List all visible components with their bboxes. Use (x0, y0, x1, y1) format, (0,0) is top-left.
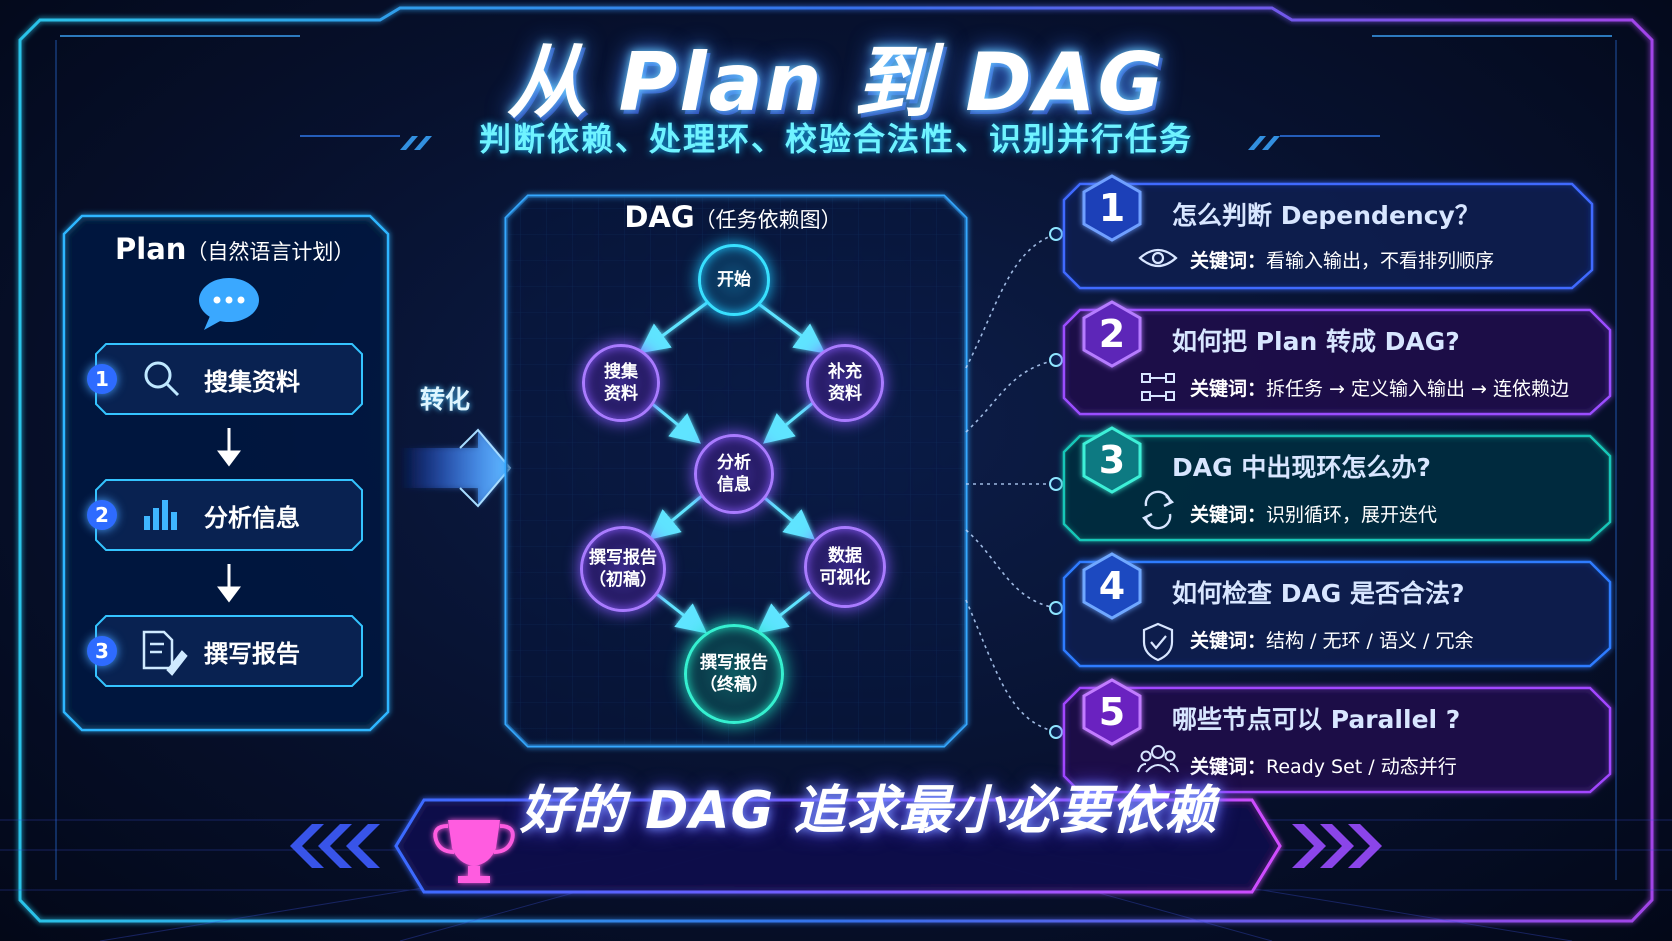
question-2-key-label: 关键词： (1190, 378, 1267, 400)
question-5-title: 哪些节点可以 Parallel ? (1172, 705, 1461, 734)
dag-node-collect-l1: 搜集 (604, 362, 638, 382)
question-5-key-label: 关键词： (1190, 756, 1267, 778)
question-3-title: DAG 中出现环怎么办? (1172, 453, 1431, 482)
page-title: 从 Plan 到 DAG (506, 36, 1166, 129)
shield-check-icon (1142, 622, 1174, 662)
question-5-key-text: Ready Set / 动态并行 (1266, 756, 1457, 778)
dag-node-start: 开始 (698, 244, 770, 316)
dag-node-analyze-l2: 信息 (717, 475, 751, 495)
question-2-key-text: 拆任务 → 定义输入输出 → 连依赖边 (1266, 378, 1570, 400)
question-3-number: 3 (1098, 438, 1126, 482)
dag-node-analyze-l1: 分析 (717, 453, 751, 473)
dag-title-sub: （任务依赖图） (694, 208, 842, 232)
question-1-keywords: 关键词：看输入输出，不看排列顺序 (1190, 246, 1494, 273)
page-subtitle: 判断依赖、处理环、校验合法性、识别并行任务 (478, 120, 1193, 158)
question-4-title: 如何检查 DAG 是否合法? (1172, 579, 1465, 608)
dag-node-final: 撰写报告（终稿） (684, 624, 784, 724)
flow-icon (1141, 373, 1175, 401)
users-icon (1137, 745, 1179, 773)
dag-node-visualize-l1: 数据 (828, 546, 862, 566)
dag-node-final-l1: 撰写报告 (700, 653, 768, 673)
dag-node-supplement: 补充资料 (806, 344, 884, 422)
question-3-key-text: 识别循环，展开迭代 (1266, 504, 1438, 526)
plan-title-main: Plan (115, 232, 187, 266)
eye-icon (1138, 248, 1178, 268)
refresh-icon (1141, 490, 1175, 530)
question-1-key-text: 看输入输出，不看排列顺序 (1266, 250, 1495, 272)
question-5-number: 5 (1098, 690, 1126, 734)
dag-node-draft-l2: （初稿） (589, 570, 657, 590)
dag-node-start-label: 开始 (717, 270, 751, 290)
dag-node-supplement-l1: 补充 (828, 362, 862, 382)
question-3-key-label: 关键词： (1190, 504, 1267, 526)
question-4-keywords: 关键词：结构 / 无环 / 语义 / 冗余 (1190, 626, 1473, 653)
question-4-key-label: 关键词： (1190, 630, 1267, 652)
question-2-number: 2 (1098, 312, 1126, 356)
question-1-number: 1 (1098, 186, 1126, 230)
plan-step-3-label: 撰写报告 (204, 640, 300, 668)
plan-title-sub: （自然语言计划） (186, 240, 355, 264)
dag-node-visualize-l2: 可视化 (819, 568, 871, 588)
question-1-title: 怎么判断 Dependency？ (1172, 201, 1480, 230)
dag-node-collect-l2: 资料 (604, 384, 638, 404)
plan-step-2-label: 分析信息 (204, 504, 300, 532)
plan-panel-title: Plan（自然语言计划） (115, 232, 354, 266)
question-5-keywords: 关键词：Ready Set / 动态并行 (1190, 752, 1457, 779)
dag-panel-title: DAG（任务依赖图） (500, 200, 966, 234)
bottom-banner-text: 好的 DAG 追求最小必要依赖 (520, 781, 1218, 841)
document-edit-icon (142, 630, 188, 676)
question-2-title: 如何把 Plan 转成 DAG? (1172, 327, 1460, 356)
question-1-key-label: 关键词： (1190, 250, 1267, 272)
convert-label: 转化 (420, 385, 471, 414)
dag-node-supplement-l2: 资料 (828, 384, 862, 404)
plan-step-1-number: 1 (87, 364, 117, 394)
dag-node-draft: 撰写报告（初稿） (580, 526, 666, 612)
dag-node-draft-l1: 撰写报告 (589, 548, 657, 568)
plan-step-2-number: 2 (87, 500, 117, 530)
bar-chart-icon (144, 500, 177, 530)
convert-arrow-icon (400, 428, 512, 508)
chat-bubble-icon (199, 278, 259, 330)
dag-title-main: DAG (624, 200, 695, 234)
dag-node-visualize: 数据可视化 (804, 526, 886, 608)
question-4-key-text: 结构 / 无环 / 语义 / 冗余 (1266, 630, 1474, 652)
dag-node-analyze: 分析信息 (694, 434, 774, 514)
question-2-keywords: 关键词：拆任务 → 定义输入输出 → 连依赖边 (1190, 374, 1569, 401)
question-4-number: 4 (1098, 564, 1126, 608)
search-icon (144, 361, 180, 397)
dag-node-collect: 搜集资料 (582, 344, 660, 422)
question-3-keywords: 关键词：识别循环，展开迭代 (1190, 500, 1437, 527)
dag-node-final-l2: （终稿） (700, 675, 768, 695)
plan-step-1-label: 搜集资料 (204, 368, 300, 396)
trophy-icon (433, 820, 515, 883)
plan-step-3-number: 3 (87, 636, 117, 666)
